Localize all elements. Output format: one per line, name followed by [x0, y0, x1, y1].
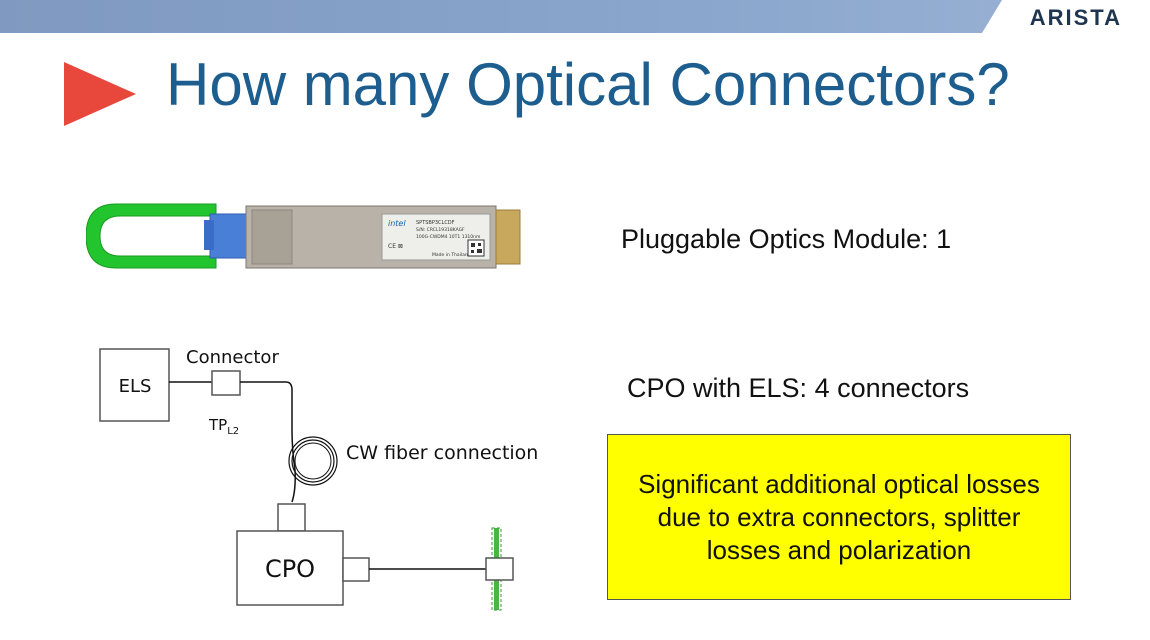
qr-code-icon [467, 239, 485, 257]
module-connector-count: Pluggable Optics Module: 1 [621, 224, 952, 254]
connector-fiber-end [485, 557, 514, 581]
connector-label: Connector [186, 347, 279, 368]
module-origin: Made in Thailand [432, 252, 471, 258]
module-spec: 100G-CWDM4 10T1 1310nm [416, 234, 480, 240]
module-serial: S/N: CRCL19318KAGF [416, 227, 465, 233]
callout-box: Significant additional optical losses du… [607, 434, 1071, 600]
logo-area: ARISTA [982, 0, 1150, 33]
arista-logo: ARISTA [1029, 5, 1122, 30]
fiber-coil-icon [288, 436, 338, 486]
connector-tp-l2 [211, 370, 241, 396]
module-part-number: SPTSBP3CLCDF [416, 220, 455, 226]
tp-l2-label: TPL2 [208, 416, 239, 437]
header-bar [0, 0, 1150, 33]
pluggable-module-image: intel SPTSBP3CLCDF S/N: CRCL19318KAGF 10… [86, 203, 521, 269]
els-box [99, 348, 170, 422]
module-brand: intel [388, 219, 406, 228]
cpo-connector-count: CPO with ELS: 4 connectors [627, 373, 970, 403]
slide-title: How many Optical Connectors? [166, 51, 1010, 118]
play-arrow-icon [64, 62, 136, 126]
connector-cpo-top [277, 503, 306, 532]
cpo-label: CPO [265, 555, 315, 583]
connector-cpo-right [342, 557, 370, 582]
callout-text: Significant additional optical losses du… [638, 468, 1040, 565]
els-label: ELS [119, 376, 152, 397]
ce-mark-icon: CE ⊠ [388, 243, 403, 250]
fiber-label: CW fiber connection [346, 442, 538, 464]
cpo-diagram: ELS Connector TPL2 CW fiber connection C… [99, 347, 538, 611]
